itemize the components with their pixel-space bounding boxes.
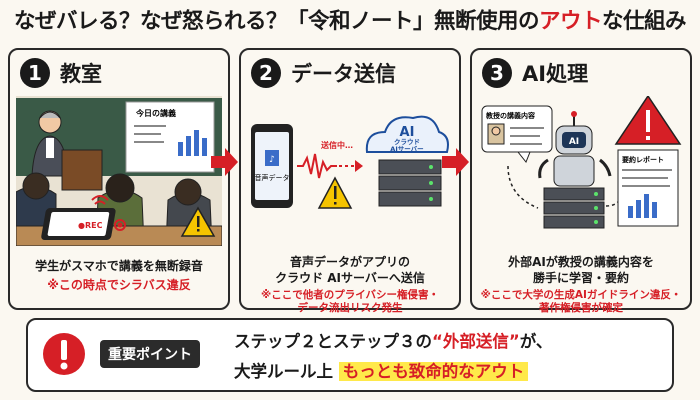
- wifi-icon: [91, 195, 109, 201]
- page-title: なぜバレる？なぜ怒られる？「令和ノート」無断使用のアウトな仕組み: [0, 4, 700, 35]
- step1-panel: 1 教室 今日の講義 ●REC 学生がスマホで講義を無断録音 ※この時点でシラバ…: [8, 48, 230, 310]
- step3-note-2: 著作権侵害が確定: [539, 302, 623, 314]
- cloud-icon: [365, 115, 449, 153]
- robot-label: AI: [569, 137, 579, 147]
- sending-label: 送信中…: [320, 140, 353, 150]
- server-unit: [543, 215, 605, 229]
- arrow-right-icon: [442, 148, 469, 176]
- data-transfer-illustration: ♪ 音声データ 送信中… AI クラウド AIサーバー: [251, 115, 449, 209]
- title-text: なぜバレる？なぜ怒られる？「令和ノート」無断使用の: [13, 9, 540, 34]
- title-highlight: アウト: [538, 9, 603, 34]
- exclamation-icon: [43, 333, 85, 375]
- key-point-line-1: ステップ２とステップ３の“外部送信”が、: [234, 328, 552, 352]
- step2-note-2: データ流出リスク発生: [297, 302, 403, 314]
- step3-caption-1: 外部AIが教授の講義内容を: [508, 255, 654, 269]
- podium: [61, 149, 103, 191]
- server-unit: [378, 175, 442, 191]
- step2-number: 2: [251, 58, 281, 88]
- cloud-sub1: クラウド: [394, 137, 420, 146]
- step1-caption: 学生がスマホで講義を無断録音: [35, 259, 203, 273]
- step3-note-1: ※ここで大学の生成AIガイドライン違反・: [480, 289, 682, 301]
- svg-text:♪: ♪: [269, 155, 275, 165]
- rec-label: ●REC: [78, 221, 103, 230]
- key-point-line-2: 大学ルール上 もっとも致命的なアウト: [234, 358, 529, 382]
- line1-end: が、: [519, 332, 553, 351]
- step3-panel: 3 AI処理 教授の講義内容 AI 要約レポート 外部AIが教授の講義内容を 勝…: [470, 48, 692, 314]
- audio-label: 音声データ: [255, 173, 290, 182]
- step2-caption-1: 音声データがアプリの: [289, 255, 410, 269]
- classroom-illustration: 今日の講義 ●REC: [16, 96, 222, 246]
- server-unit: [543, 201, 605, 215]
- line1-text: ステップ２とステップ３の: [234, 332, 432, 351]
- cloud-title: AI: [400, 125, 415, 140]
- robot-body: [553, 155, 595, 187]
- report-label: 要約レポート: [622, 155, 664, 164]
- step1-number: 1: [20, 58, 50, 88]
- audio-file-icon: [265, 150, 279, 166]
- step2-heading: データ送信: [291, 62, 396, 86]
- step2-header: 2 データ送信: [251, 58, 396, 88]
- step2-panel: 2 データ送信 ♪ 音声データ 送信中… AI クラウド AIサーバー 音声デー…: [239, 48, 461, 314]
- step3-heading: AI処理: [522, 62, 589, 86]
- arrow-right-icon: [211, 148, 238, 176]
- step1-heading: 教室: [60, 62, 102, 86]
- step2-caption-2: クラウド AIサーバーへ送信: [275, 271, 425, 285]
- server-unit: [543, 187, 605, 201]
- server-unit: [378, 159, 442, 175]
- step2-note-1: ※ここで他者のプライバシー権侵害・: [261, 289, 439, 301]
- line2-text: 大学ルール上: [234, 362, 333, 381]
- board-label: 今日の講義: [135, 108, 176, 118]
- soundwave-icon: [297, 153, 337, 179]
- step3-number: 3: [482, 58, 512, 88]
- cloud-sub2: AIサーバー: [390, 145, 423, 153]
- line2-highlight: もっとも致命的なアウト: [338, 362, 529, 381]
- title-text-end: な仕組み: [602, 9, 687, 34]
- ai-processing-illustration: 教授の講義内容 AI 要約レポート: [481, 96, 682, 229]
- step1-note: ※この時点でシラバス違反: [47, 278, 191, 292]
- server-unit: [378, 191, 442, 207]
- key-point-box: 重要ポイント ステップ２とステップ３の“外部送信”が、 大学ルール上 もっとも致…: [26, 318, 674, 392]
- key-point-badge: 重要ポイント: [100, 340, 200, 368]
- lecture-screen: [125, 101, 215, 173]
- step1-header: 1 教室: [20, 58, 102, 88]
- bubble-label: 教授の講義内容: [485, 111, 535, 120]
- step3-caption-2: 勝手に学習・要約: [532, 271, 629, 285]
- line1-emphasis: “外部送信”: [432, 332, 520, 351]
- step3-header: 3 AI処理: [482, 58, 588, 88]
